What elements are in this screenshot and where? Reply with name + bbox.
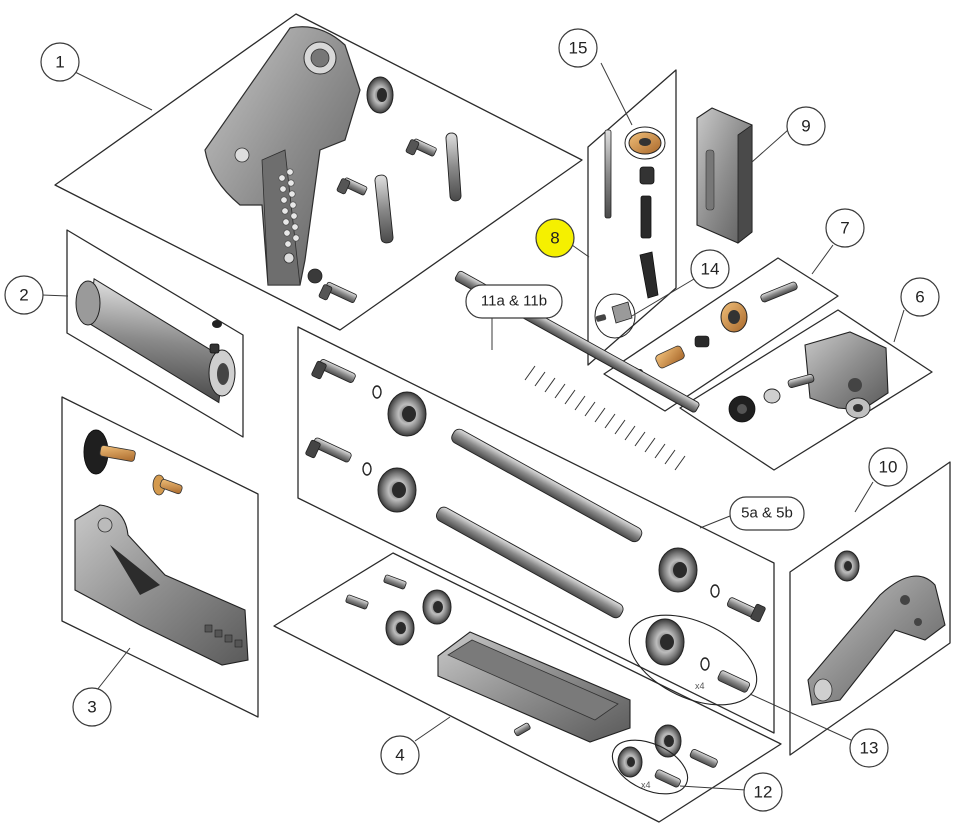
o-ring-13 bbox=[700, 657, 710, 671]
callout-9[interactable]: 9 bbox=[786, 106, 826, 146]
screw-panel-4-b bbox=[345, 594, 369, 610]
bearing-5-c bbox=[658, 547, 698, 593]
screw-panel-1-c bbox=[318, 281, 357, 304]
part-bracket-6 bbox=[804, 331, 889, 419]
bearing-5-b bbox=[377, 467, 417, 513]
callout-4[interactable]: 4 bbox=[380, 735, 420, 775]
part-knob-screw bbox=[83, 429, 136, 475]
dowel-pin-long bbox=[374, 174, 394, 244]
callout-8-highlight bbox=[535, 218, 575, 258]
callout-8[interactable]: 8 bbox=[535, 218, 575, 258]
star-knob-6 bbox=[728, 395, 756, 423]
part-swing-arm bbox=[74, 504, 249, 666]
screw-panel-5-b bbox=[305, 437, 352, 463]
pin-panel-4 bbox=[513, 722, 531, 737]
callout-4-label: 4 bbox=[395, 746, 404, 765]
callout-2[interactable]: 2 bbox=[4, 275, 44, 315]
bearing-4-c bbox=[654, 724, 682, 758]
screw-panel-4-c bbox=[689, 749, 718, 768]
callout-7-label: 7 bbox=[840, 219, 849, 238]
screw-12 bbox=[654, 769, 681, 788]
callout-15-label: 15 bbox=[569, 39, 588, 58]
circle-highlight-15 bbox=[624, 126, 666, 160]
leader-lines bbox=[41, 62, 905, 791]
callout-11a-11b[interactable]: 11a & 11b bbox=[465, 284, 563, 319]
callout-14[interactable]: 14 bbox=[690, 249, 730, 289]
threaded-rod-short bbox=[640, 195, 652, 239]
ball-detents bbox=[278, 168, 300, 248]
bearing-panel-1 bbox=[366, 76, 394, 114]
callout-8-label: 8 bbox=[550, 229, 559, 248]
quantity-13: x4 bbox=[695, 681, 705, 691]
group-12-outline bbox=[611, 739, 689, 795]
small-spacer bbox=[639, 166, 655, 185]
panel-1 bbox=[54, 13, 583, 331]
bearing-12 bbox=[617, 746, 643, 778]
bronze-pin-7 bbox=[655, 345, 685, 369]
screw-panel-5-c bbox=[726, 597, 766, 623]
callout-12[interactable]: 12 bbox=[743, 772, 783, 812]
bearing-10 bbox=[834, 550, 860, 582]
spring-7 bbox=[694, 335, 710, 348]
bearing-4-b bbox=[385, 610, 415, 646]
part-clip-14 bbox=[595, 301, 633, 324]
callout-2-label: 2 bbox=[19, 286, 28, 305]
screw-panel-4-a bbox=[383, 574, 407, 590]
bearing-5-a bbox=[387, 391, 427, 437]
group-13-outline bbox=[628, 614, 758, 706]
l-plunger bbox=[639, 251, 659, 299]
dowel-pin-short bbox=[445, 132, 462, 202]
callout-10[interactable]: 10 bbox=[868, 447, 908, 487]
o-ring-1 bbox=[372, 385, 382, 399]
callout-3[interactable]: 3 bbox=[72, 687, 112, 727]
bearing-4-a bbox=[422, 589, 452, 625]
screw-panel-1-b bbox=[336, 177, 368, 196]
callout-5a-5b-label: 5a & 5b bbox=[741, 505, 793, 522]
callout-1[interactable]: 1 bbox=[40, 42, 80, 82]
callout-6-label: 6 bbox=[915, 288, 924, 307]
part-bronze-pin bbox=[152, 474, 183, 496]
bearing-13 bbox=[645, 618, 685, 666]
part-main-housing bbox=[204, 26, 361, 286]
circle-highlight-14 bbox=[594, 293, 636, 339]
part-carriage-block bbox=[437, 631, 631, 743]
part-shaft-collar bbox=[75, 277, 236, 404]
long-cap-screw bbox=[604, 129, 612, 219]
screw-panel-5-a bbox=[311, 359, 356, 383]
callout-13[interactable]: 13 bbox=[849, 728, 889, 768]
callout-1-label: 1 bbox=[55, 53, 64, 72]
callout-11a-11b-label: 11a & 11b bbox=[481, 293, 547, 310]
shaft-lower bbox=[435, 506, 624, 619]
washer-6 bbox=[763, 388, 781, 404]
o-ring-3 bbox=[710, 584, 720, 598]
callout-15[interactable]: 15 bbox=[558, 28, 598, 68]
callout-13-label: 13 bbox=[860, 739, 879, 758]
pin-6 bbox=[787, 374, 815, 388]
callout-3-label: 3 bbox=[87, 698, 96, 717]
set-screw-panel-1 bbox=[307, 268, 323, 284]
callout-5a-5b[interactable]: 5a & 5b bbox=[729, 496, 805, 531]
callout-10-label: 10 bbox=[879, 458, 898, 477]
screw-panel-1-a bbox=[405, 138, 437, 157]
callout-9-label: 9 bbox=[801, 117, 810, 136]
quantity-12: x4 bbox=[641, 780, 651, 790]
part-bronze-bearing-7 bbox=[720, 301, 748, 333]
shaft-upper bbox=[451, 428, 643, 543]
screw-13 bbox=[717, 670, 751, 693]
part-bronze-bushing bbox=[628, 131, 662, 155]
screw-panel-7 bbox=[760, 281, 798, 303]
o-ring-2 bbox=[362, 462, 372, 476]
part-lever-10 bbox=[807, 575, 946, 706]
callout-7[interactable]: 7 bbox=[825, 208, 865, 248]
callout-14-label: 14 bbox=[701, 260, 720, 279]
callout-12-label: 12 bbox=[754, 783, 773, 802]
part-block-9 bbox=[696, 107, 753, 244]
callout-6[interactable]: 6 bbox=[900, 277, 940, 317]
